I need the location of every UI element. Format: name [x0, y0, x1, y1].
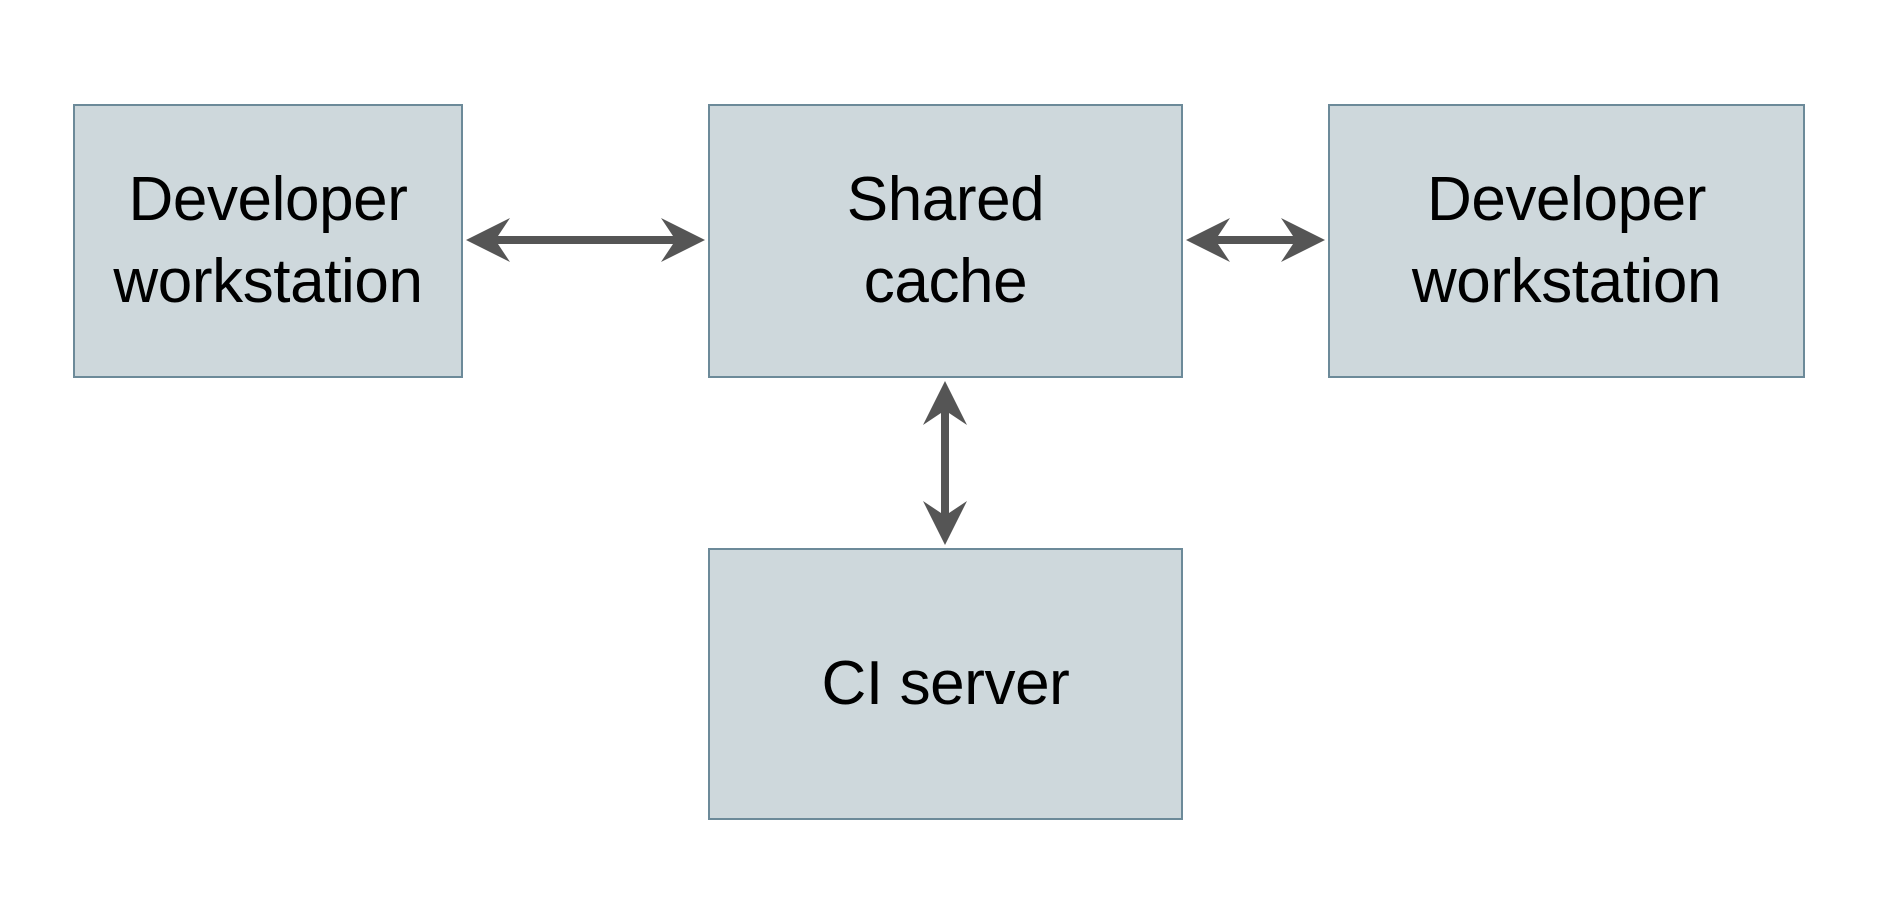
node-label: Developer workstation [113, 165, 423, 316]
node-label: Developer workstation [1411, 165, 1722, 316]
arrow-double-head-icon [466, 218, 705, 262]
node-shared-cache[interactable]: Shared cache [708, 104, 1183, 378]
edge-shared-cache-to-ci-server [919, 381, 971, 545]
node-label: Shared cache [846, 165, 1045, 316]
node-label: CI server [821, 649, 1070, 719]
node-developer-workstation-right[interactable]: Developer workstation [1328, 104, 1805, 378]
edge-shared-cache-to-right-workstation [1186, 214, 1325, 266]
node-developer-workstation-left[interactable]: Developer workstation [73, 104, 463, 378]
arrow-double-head-icon [923, 381, 967, 545]
node-ci-server[interactable]: CI server [708, 548, 1183, 820]
edge-left-workstation-to-shared-cache [466, 214, 705, 266]
arrow-double-head-icon [1186, 218, 1325, 262]
